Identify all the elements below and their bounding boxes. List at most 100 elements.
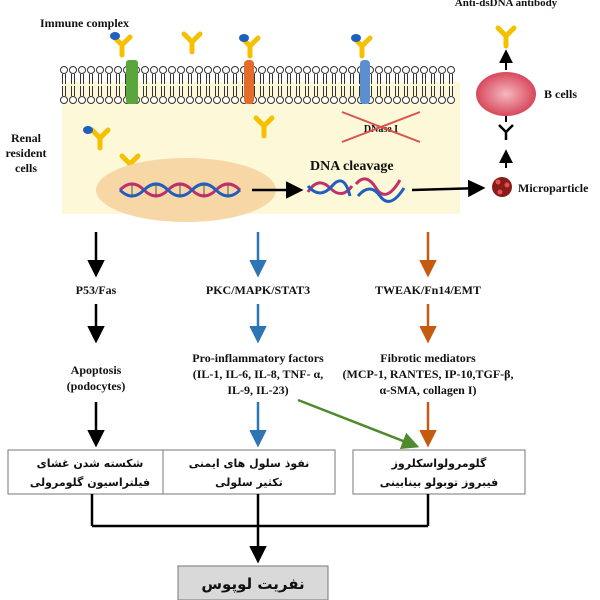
phospholipid-tail [278,86,282,96]
phospholipid-head [285,66,293,74]
phospholipid-head [78,66,86,74]
phospholipid-tail [116,86,120,96]
phospholipid-tail [107,74,111,84]
signal-middle: PKC/MAPK/STAT3 [206,283,310,297]
phospholipid-head [231,66,239,74]
outcome-right-1: گلومرولواسکلروز [391,457,487,470]
phospholipid-tail [341,74,345,84]
phospholipid-tail [188,74,192,84]
phospholipid-tail [98,74,102,84]
phospholipid-head [375,96,383,104]
phospholipid-head [177,96,185,104]
antigen-icon [110,32,120,40]
phospholipid-tail [179,86,183,96]
phospholipid-head [330,96,338,104]
phospholipid-tail [350,86,354,96]
phospholipid-head [105,66,113,74]
phospholipid-head [150,96,158,104]
phospholipid-head [294,96,302,104]
phospholipid-head [168,66,176,74]
phospholipid-head [267,96,275,104]
phospholipid-head [402,66,410,74]
nucleus [96,158,276,222]
phospholipid-tail [179,74,183,84]
phospholipid-head [222,96,230,104]
arrow-to-microparticle [411,179,486,198]
phospholipid-tail [296,86,300,96]
phospholipid-tail [233,86,237,96]
mediator-middle-1: Pro-inflammatory factors [192,351,324,365]
phospholipid-tail [215,74,219,84]
phospholipid-head [141,66,149,74]
phospholipid-head [168,96,176,104]
antibody-icon [181,31,203,55]
phospholipid-tail [116,74,120,84]
phospholipid-tail [395,86,399,96]
phospholipid-head [321,66,329,74]
phospholipid-head [438,96,446,104]
phospholipid-head [447,96,455,104]
phospholipid-head [348,96,356,104]
phospholipid-tail [332,74,336,84]
phospholipid-head [447,66,455,74]
dnase-block: DNase I [341,111,421,143]
phospholipid-head [339,96,347,104]
mediator-right-2: (MCP-1, RANTES, IP-10,TGF-β, [343,367,514,381]
mediator-right-3: α-SMA, collagen I) [379,383,476,397]
phospholipid-tail [62,74,66,84]
antigen-icon [239,34,249,42]
phospholipid-tail [431,74,435,84]
bcell-receptor-icon [498,124,514,140]
b-cell-icon [476,72,536,116]
phospholipid-tail [287,86,291,96]
phospholipid-tail [377,74,381,84]
phospholipid-tail [404,86,408,96]
phospholipid-tail [422,74,426,84]
phospholipid-head [411,66,419,74]
phospholipid-head [303,96,311,104]
phospholipid-tail [287,74,291,84]
phospholipid-head [159,66,167,74]
phospholipid-head [258,96,266,104]
phospholipid-head [213,66,221,74]
phospholipid-tail [143,74,147,84]
outcome-box-left [7,449,174,495]
cleaved-dna-icon [306,177,406,203]
final-outcome-box [177,565,329,600]
phospholipid-tail [107,86,111,96]
phospholipid-tail [440,74,444,84]
phospholipid-tail [206,74,210,84]
phospholipid-head [177,66,185,74]
phospholipid-head [141,96,149,104]
phospholipid-head [69,66,77,74]
phospholipid-tail [269,74,273,84]
outcome-left-1: شکسته شدن غشای [37,457,144,470]
phospholipid-tail [62,86,66,96]
phospholipid-tail [197,86,201,96]
signal-left: P53/Fas [76,283,117,297]
phospholipid-tail [305,74,309,84]
phospholipid-head [420,96,428,104]
outcome-right-2: فیبروز توبولو بینابینی [380,476,498,489]
phospholipid-tail [323,86,327,96]
phospholipid-head [276,96,284,104]
dna-helix-icon [118,182,242,198]
antibody-icons [83,31,373,177]
phospholipid-tail [71,86,75,96]
phospholipid-head [231,96,239,104]
phospholipid-head [429,96,437,104]
phospholipid-head [375,66,383,74]
phospholipid-tail [89,86,93,96]
phospholipid-tail [377,86,381,96]
phospholipid-tail [233,74,237,84]
phospholipid-head [438,66,446,74]
outcome-left-2: فیلتراسیون گلومرولی [30,476,150,489]
phospholipid-tail [431,86,435,96]
phospholipid-tail [269,86,273,96]
phospholipid-head [303,66,311,74]
antibody-icon [253,115,275,139]
phospholipid-head [420,66,428,74]
dnase-label: DNase I [364,124,398,135]
phospholipid-head [393,66,401,74]
phospholipid-head [195,66,203,74]
